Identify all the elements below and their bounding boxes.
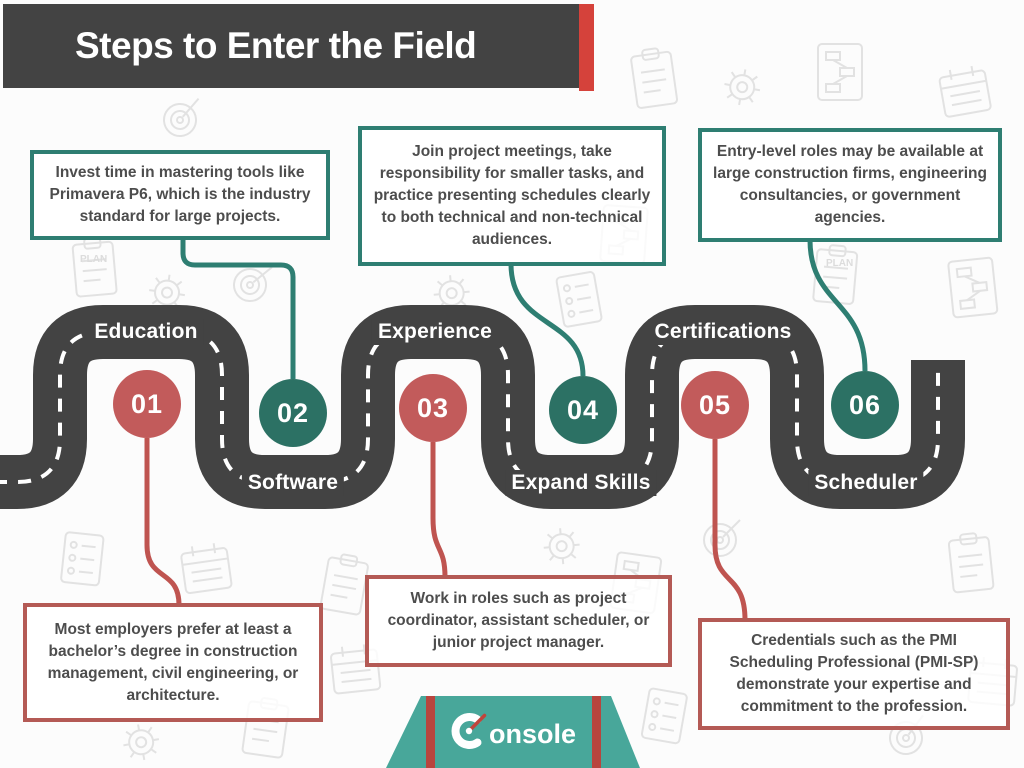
road-label-software: Software <box>241 470 345 496</box>
callout-expand-skills: Join project meetings, take responsibili… <box>358 126 666 266</box>
step-number: 05 <box>698 389 732 420</box>
page-title: Steps to Enter the Field <box>75 25 477 66</box>
callout-text: Most employers prefer at least a bachelo… <box>47 620 299 704</box>
logo-stripe-left <box>426 696 435 768</box>
step-number: 06 <box>848 389 882 420</box>
callout-text: Join project meetings, take responsibili… <box>373 143 651 248</box>
logo-wordmark: onsole <box>489 719 576 749</box>
road-label-certifications: Certifications <box>648 319 798 345</box>
plan-watermark: PLAN <box>80 254 107 265</box>
step-number: 04 <box>566 394 600 425</box>
step-circle-06: 06 <box>831 371 899 439</box>
logo-trapezoid <box>386 696 640 768</box>
connector-callout2-step04 <box>508 263 586 377</box>
callout-experience: Work in roles such as project coordinato… <box>365 575 672 667</box>
connector-callout3-step06 <box>807 239 868 372</box>
plan-watermark: PLAN <box>826 258 853 269</box>
connector-step03-callout5 <box>430 442 448 578</box>
logo-stripe-right <box>592 696 601 768</box>
connector-callout1-step02 <box>180 240 296 379</box>
road-label-education: Education <box>88 319 204 345</box>
callout-text: Work in roles such as project coordinato… <box>387 590 650 651</box>
step-circle-01: 01 <box>113 370 181 438</box>
header-bar: Steps to Enter the Field <box>3 4 579 88</box>
road-label-expand-skills: Expand Skills <box>505 470 657 496</box>
road-label-scheduler: Scheduler <box>808 470 924 496</box>
header-accent-stripe <box>579 4 594 91</box>
connector-step01-callout4 <box>144 438 182 606</box>
step-circle-05: 05 <box>681 371 749 439</box>
gauge-c-icon <box>451 713 487 749</box>
step-number: 01 <box>130 388 164 419</box>
callout-software: Invest time in mastering tools like Prim… <box>30 150 330 240</box>
callout-text: Entry-level roles may be available at la… <box>713 143 987 226</box>
callout-text: Credentials such as the PMI Scheduling P… <box>729 632 979 715</box>
step-circle-02: 02 <box>259 379 327 447</box>
step-circle-03: 03 <box>399 374 467 442</box>
step-number: 02 <box>276 397 310 428</box>
callout-education: Most employers prefer at least a bachelo… <box>23 603 323 722</box>
callout-scheduler: Entry-level roles may be available at la… <box>698 128 1002 242</box>
connector-step05-callout6 <box>712 439 748 621</box>
step-number: 03 <box>416 392 450 423</box>
callout-certifications: Credentials such as the PMI Scheduling P… <box>698 618 1010 730</box>
callout-text: Invest time in mastering tools like Prim… <box>49 164 311 225</box>
step-circle-04: 04 <box>549 376 617 444</box>
road-label-experience: Experience <box>371 319 499 345</box>
